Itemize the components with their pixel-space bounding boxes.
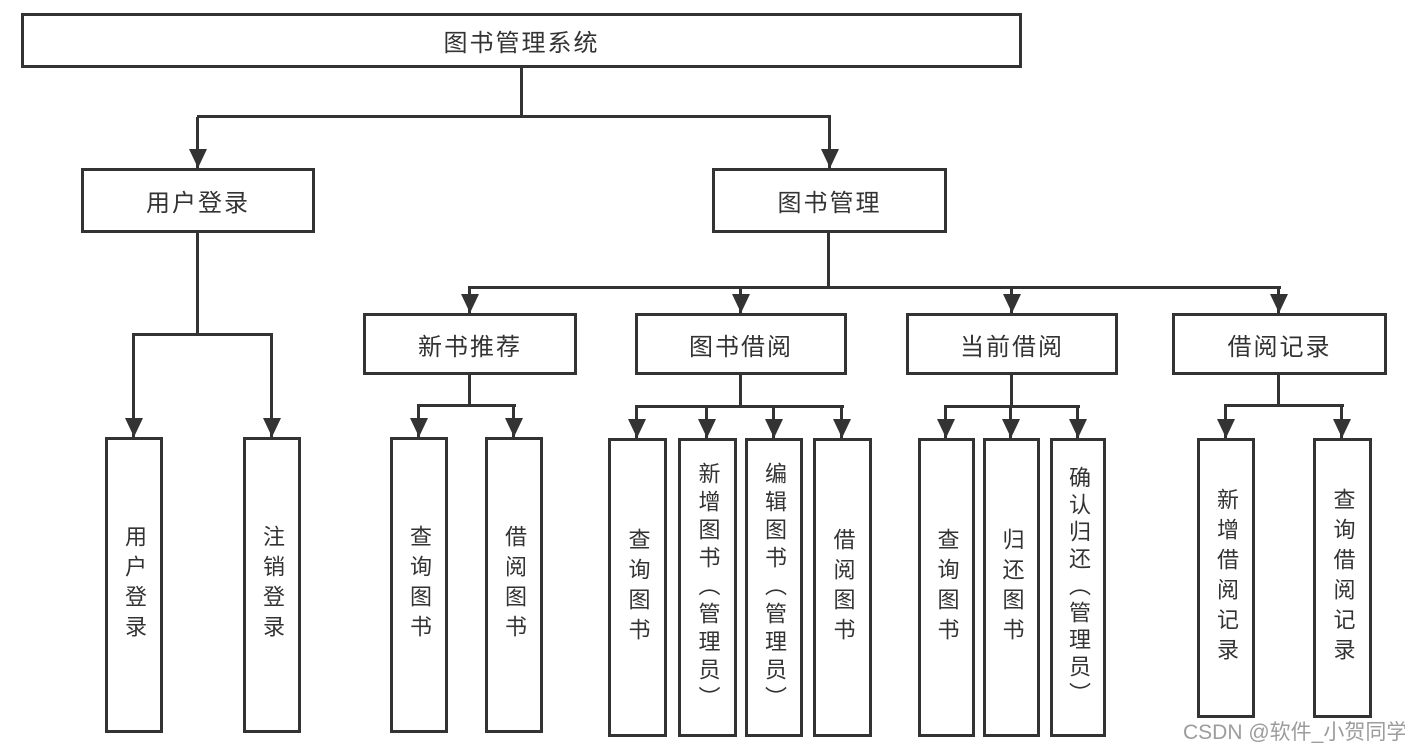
arrow-down-icon xyxy=(1269,288,1288,313)
arrow-down-icon xyxy=(460,288,479,313)
arrow-down-icon xyxy=(504,406,523,437)
leaf-query-borrow-record-label: 查询借阅记录 xyxy=(1330,488,1356,668)
leaf-query-borrow-record: 查询借阅记录 xyxy=(1313,438,1372,718)
arrow-down-icon xyxy=(731,288,750,313)
node-new-book-recommend: 新书推荐 xyxy=(363,313,577,375)
node-borrow-records: 借阅记录 xyxy=(1172,313,1387,375)
node-user-login: 用户登录 xyxy=(81,168,315,233)
node-book-borrow-label: 图书借阅 xyxy=(689,333,793,361)
arrow-down-icon xyxy=(1332,406,1351,438)
arrow-down-icon xyxy=(262,335,281,437)
leaf-query-books-current: 查询图书 xyxy=(918,438,975,737)
connector-hline xyxy=(635,405,844,408)
node-borrow-records-label: 借阅记录 xyxy=(1227,333,1332,361)
node-root: 图书管理系统 xyxy=(21,13,1022,68)
leaf-edit-book-admin: 编辑图书（管理员） xyxy=(745,438,803,737)
leaf-return-book-label: 归还图书 xyxy=(999,527,1025,648)
leaf-edit-book-admin-label: 编辑图书（管理员） xyxy=(762,461,787,714)
arrow-down-icon xyxy=(697,407,716,438)
connector-vline xyxy=(196,233,199,335)
arrow-down-icon xyxy=(1216,406,1235,438)
connector-vline xyxy=(739,375,742,407)
connector-vline xyxy=(827,233,830,288)
arrow-down-icon xyxy=(936,407,955,438)
connector-hline xyxy=(132,333,273,336)
connector-vline xyxy=(1010,375,1013,407)
connector-hline xyxy=(944,405,1080,408)
leaf-add-borrow-record: 新增借阅记录 xyxy=(1197,438,1255,718)
leaf-add-book-admin-label: 新增图书（管理员） xyxy=(695,461,721,714)
arrow-down-icon xyxy=(188,117,207,168)
leaf-query-books-recommend: 查询图书 xyxy=(390,437,448,733)
connector-hline xyxy=(468,286,1281,289)
leaf-add-borrow-record-label: 新增借阅记录 xyxy=(1214,488,1239,668)
connector-hline xyxy=(1224,404,1344,407)
connector-hline xyxy=(417,404,516,407)
node-book-borrow: 图书借阅 xyxy=(635,313,847,375)
connector-vline xyxy=(520,68,523,118)
arrow-down-icon xyxy=(820,117,839,168)
arrow-down-icon xyxy=(832,407,851,438)
arrow-down-icon xyxy=(1001,407,1020,438)
leaf-borrow-books-recommend-label: 借阅图书 xyxy=(502,525,527,645)
connector-hline xyxy=(197,115,831,118)
arrow-down-icon xyxy=(124,335,143,437)
leaf-return-book: 归还图书 xyxy=(983,438,1040,737)
arrow-down-icon xyxy=(409,406,428,437)
arrow-down-icon xyxy=(1068,407,1087,438)
leaf-logout: 注销登录 xyxy=(243,437,301,733)
connector-vline xyxy=(1277,375,1280,406)
node-new-book-recommend-label: 新书推荐 xyxy=(418,333,522,361)
node-current-borrow: 当前借阅 xyxy=(906,313,1118,375)
watermark-text: CSDN @软件_小贺同学 xyxy=(1183,721,1405,744)
leaf-user-login: 用户登录 xyxy=(105,437,163,733)
leaf-confirm-return-admin: 确认归还（管理员） xyxy=(1050,438,1106,737)
arrow-down-icon xyxy=(1002,288,1021,313)
leaf-query-books-borrow: 查询图书 xyxy=(608,438,667,737)
leaf-query-books-recommend-label: 查询图书 xyxy=(407,525,432,645)
node-book-management: 图书管理 xyxy=(712,168,947,233)
leaf-user-login-label: 用户登录 xyxy=(122,525,147,645)
leaf-logout-label: 注销登录 xyxy=(260,525,285,645)
arrow-down-icon xyxy=(627,407,646,438)
node-user-login-label: 用户登录 xyxy=(146,190,250,217)
node-root-label: 图书管理系统 xyxy=(443,30,600,57)
leaf-query-books-current-label: 查询图书 xyxy=(934,527,960,648)
leaf-borrow-books-recommend: 借阅图书 xyxy=(485,437,543,733)
leaf-query-books-borrow-label: 查询图书 xyxy=(625,527,651,648)
leaf-confirm-return-admin-label: 确认归还（管理员） xyxy=(1066,466,1091,709)
node-current-borrow-label: 当前借阅 xyxy=(960,333,1064,361)
arrow-down-icon xyxy=(764,407,783,438)
leaf-add-book-admin: 新增图书（管理员） xyxy=(678,438,737,737)
connector-vline xyxy=(468,375,471,406)
node-book-management-label: 图书管理 xyxy=(777,190,882,217)
leaf-borrow-books-borrow-label: 借阅图书 xyxy=(830,527,856,648)
leaf-borrow-books-borrow: 借阅图书 xyxy=(813,438,872,737)
